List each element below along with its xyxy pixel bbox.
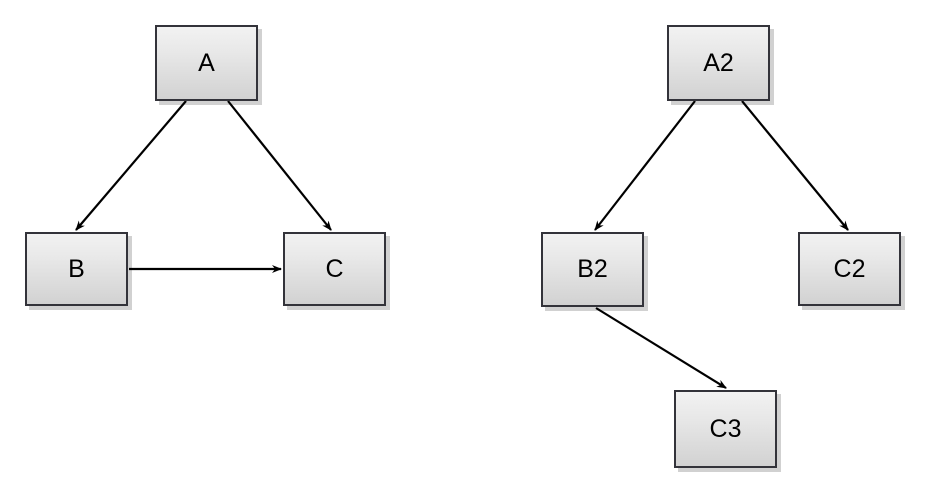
node-c3[interactable]: C3 xyxy=(674,390,777,468)
node-b2[interactable]: B2 xyxy=(541,232,644,307)
edge-a2-to-b2 xyxy=(594,100,696,231)
edge-b2-to-c3 xyxy=(595,307,727,389)
node-b[interactable]: B xyxy=(25,232,128,306)
node-c-label: C xyxy=(325,254,344,283)
node-a[interactable]: A xyxy=(155,25,258,101)
node-c2-label: C2 xyxy=(833,254,866,283)
edge-a-to-b xyxy=(75,100,187,231)
node-c3-label: C3 xyxy=(709,414,742,443)
node-c[interactable]: C xyxy=(283,232,386,306)
edge-a2-to-c2 xyxy=(741,100,849,231)
node-a-label: A xyxy=(198,48,215,77)
node-a2-label: A2 xyxy=(703,48,734,77)
node-b-label: B xyxy=(68,254,85,283)
node-b2-label: B2 xyxy=(577,255,608,283)
node-c2[interactable]: C2 xyxy=(798,232,901,306)
node-a2[interactable]: A2 xyxy=(667,25,770,101)
edge-a-to-c xyxy=(227,100,332,231)
